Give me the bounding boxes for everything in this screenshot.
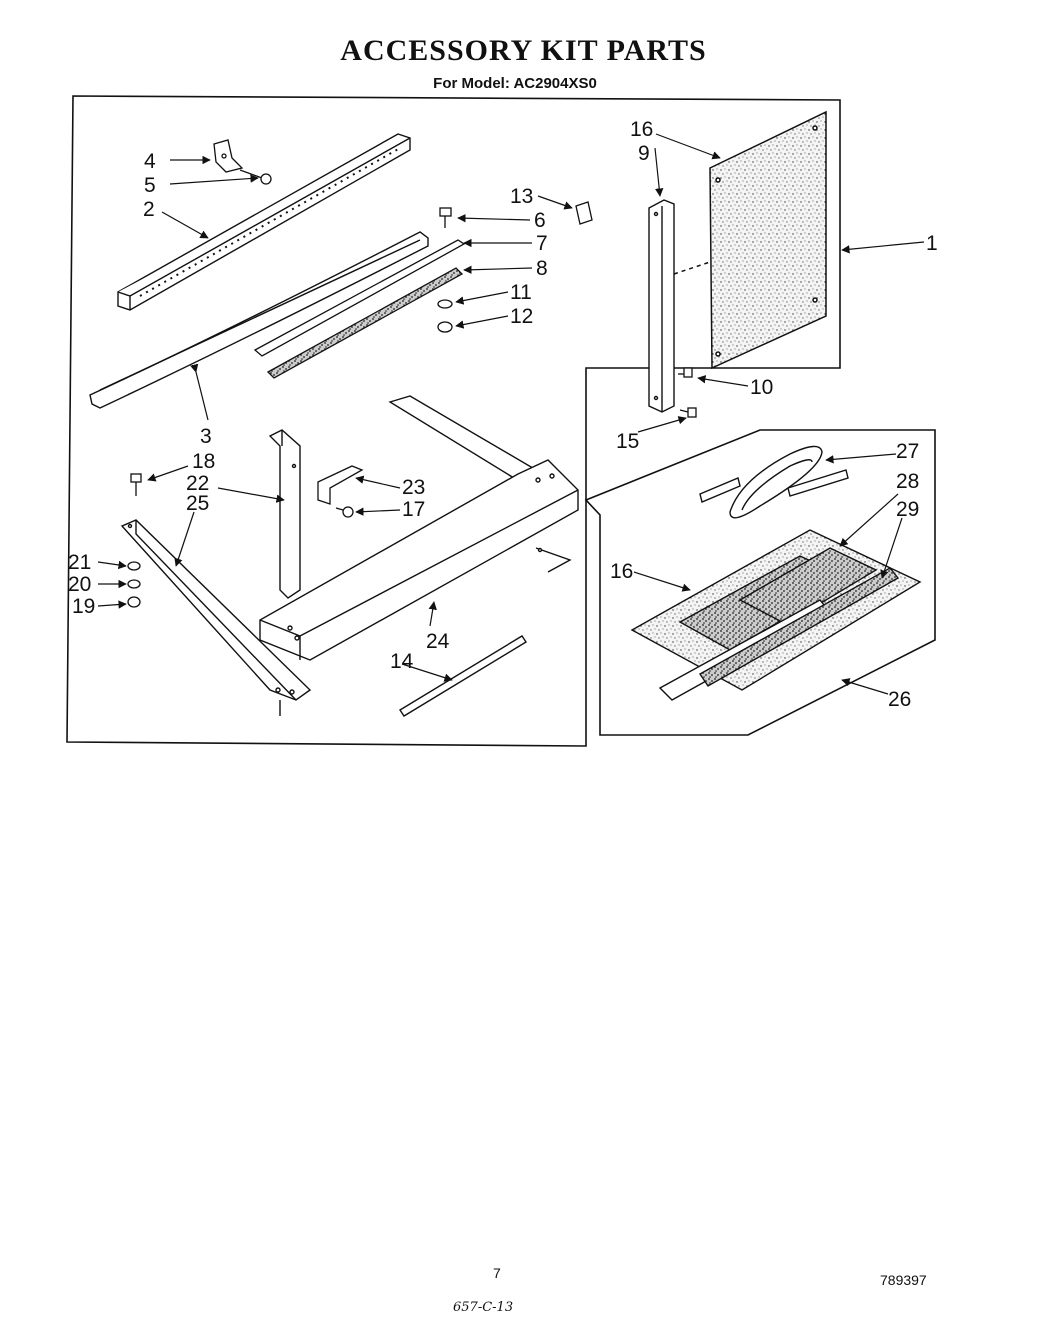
nut-icon — [127, 596, 141, 608]
angle-rail — [117, 133, 411, 311]
callout-29: 29 — [896, 498, 919, 521]
model-subtitle: For Model: AC2904XS0 — [433, 75, 597, 92]
diagonal-leg — [120, 519, 312, 716]
screw-icon — [678, 367, 693, 378]
callout-10: 10 — [750, 376, 773, 399]
part-number: 789397 — [880, 1272, 927, 1288]
callout-16-top: 16 — [630, 118, 653, 141]
screw-icon — [335, 506, 354, 518]
nut-icon — [437, 321, 453, 333]
page-title: ACCESSORY KIT PARTS — [340, 34, 707, 67]
callout-23: 23 — [402, 476, 425, 499]
insulation-panel — [673, 110, 827, 370]
bolt-icon — [130, 473, 142, 496]
callout-8: 8 — [536, 257, 548, 280]
callout-21: 21 — [68, 551, 91, 574]
curved-rail — [89, 231, 429, 409]
callout-7: 7 — [536, 232, 548, 255]
callout-19: 19 — [72, 595, 95, 618]
washer-icon — [437, 299, 453, 309]
callout-2: 2 — [143, 198, 155, 221]
gasket-loop — [699, 445, 849, 519]
callout-18: 18 — [192, 450, 215, 473]
callout-24: 24 — [426, 630, 450, 653]
support-rod — [399, 635, 527, 717]
mounting-bracket — [213, 139, 244, 173]
handwritten-note: 657-C-13 — [453, 1300, 514, 1315]
page-number: 7 — [493, 1265, 501, 1281]
callout-6: 6 — [534, 209, 546, 232]
screw-icon — [439, 207, 452, 228]
callout-4: 4 — [144, 150, 156, 173]
callout-9: 9 — [638, 142, 650, 165]
main-kit-frame — [66, 95, 841, 747]
callout-20: 20 — [68, 573, 91, 596]
callout-15: 15 — [616, 430, 639, 453]
filter-kit-frame — [584, 429, 936, 736]
filter-tray — [630, 529, 922, 701]
clip-icon — [575, 201, 593, 225]
callout-13: 13 — [510, 185, 533, 208]
callout-labels: 1 2 3 4 5 6 7 8 9 10 11 12 13 14 15 16 1… — [68, 118, 938, 711]
callout-12: 12 — [510, 305, 533, 328]
callout-26: 26 — [888, 688, 911, 711]
callout-22: 22 — [186, 472, 209, 495]
small-bracket — [317, 465, 364, 505]
vertical-channel — [648, 199, 675, 413]
callout-14: 14 — [390, 650, 414, 673]
callout-leaders — [97, 133, 925, 695]
foam-strip — [253, 239, 466, 379]
callout-5: 5 — [144, 174, 156, 197]
washer-icon — [127, 561, 141, 589]
screw-icon — [239, 169, 272, 185]
callout-27: 27 — [896, 440, 919, 463]
callout-17: 17 — [402, 498, 425, 521]
callout-16-filter: 16 — [610, 560, 633, 583]
callout-3: 3 — [200, 425, 212, 448]
callout-1: 1 — [926, 232, 938, 255]
support-bracket — [268, 429, 301, 599]
support-frame — [259, 395, 579, 661]
callout-28: 28 — [896, 470, 919, 493]
screw-icon — [679, 407, 697, 418]
callout-25: 25 — [186, 492, 209, 515]
callout-11: 11 — [510, 281, 532, 304]
